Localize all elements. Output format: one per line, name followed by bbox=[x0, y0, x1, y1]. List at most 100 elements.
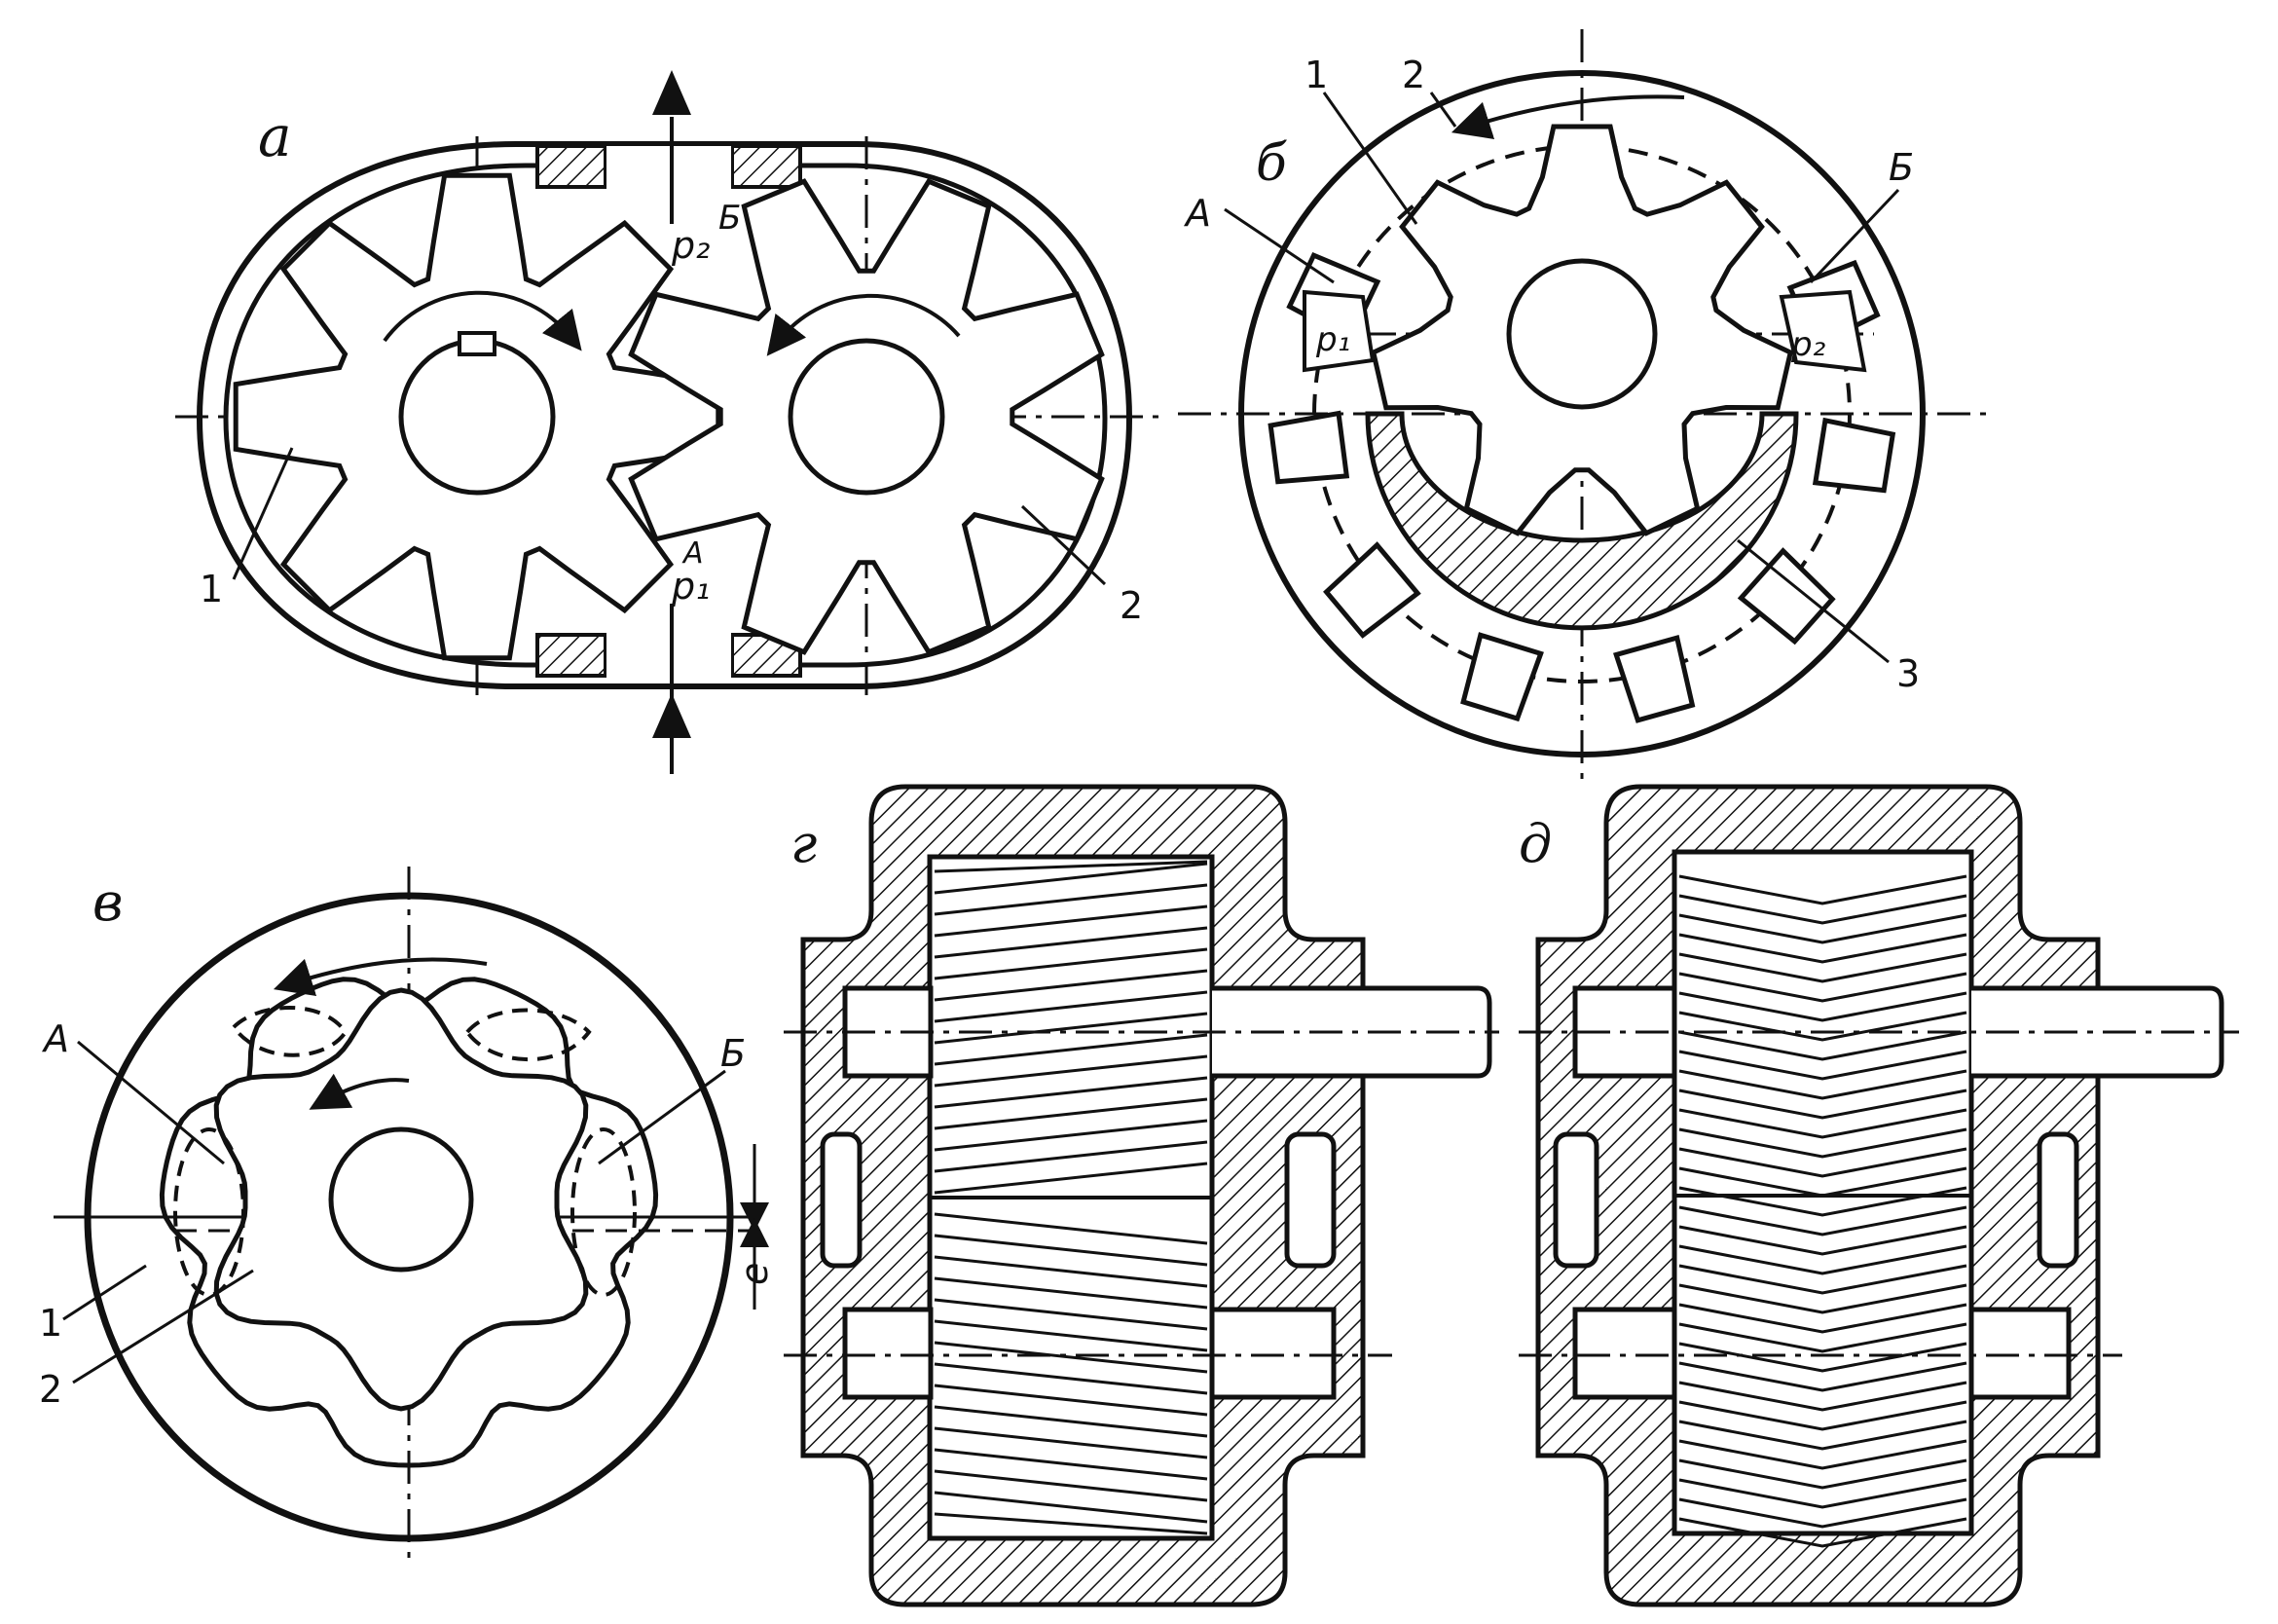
part-2-label: 2 bbox=[1120, 584, 1143, 627]
ring-tooth bbox=[1613, 634, 1696, 723]
inlet-arrow-icon bbox=[652, 693, 691, 738]
helical-tooth-line bbox=[934, 1012, 1208, 1045]
herringbone-tooth-line bbox=[1678, 1381, 1967, 1412]
helical-teeth bbox=[934, 860, 1208, 1535]
helical-tooth-line bbox=[934, 1054, 1208, 1088]
herringbone-tooth-line bbox=[1678, 1342, 1967, 1373]
helical-tooth-line bbox=[934, 947, 1208, 980]
helical-tooth-line bbox=[934, 1426, 1208, 1459]
helical-tooth-line bbox=[934, 1319, 1208, 1352]
housing-outer bbox=[196, 141, 1133, 689]
helical-tooth-line bbox=[934, 904, 1208, 938]
gear-cavity-d bbox=[1672, 849, 1974, 1536]
herringbone-tooth-line bbox=[1678, 1147, 1967, 1178]
upper-right-chamber bbox=[464, 1008, 592, 1062]
port-a-label-v: А bbox=[41, 1017, 69, 1060]
helical-tooth-line bbox=[934, 969, 1208, 1002]
panel-g-helical-gear-section: г bbox=[784, 784, 1499, 1607]
herringbone-teeth bbox=[1678, 874, 1967, 1548]
left-shaft bbox=[398, 338, 556, 496]
helical-tooth-line bbox=[934, 1384, 1208, 1417]
helical-tooth-line bbox=[934, 1119, 1208, 1152]
pressure-p2-label: p₂ bbox=[671, 224, 710, 267]
helical-tooth-line bbox=[934, 862, 1208, 895]
pinion-shaft bbox=[1506, 258, 1658, 410]
herringbone-tooth-line bbox=[1678, 1011, 1967, 1042]
lower-shaft-right-d bbox=[1968, 1307, 2072, 1400]
right-shaft bbox=[788, 338, 945, 496]
helical-tooth-line bbox=[934, 1033, 1208, 1066]
lower-shaft-left-g bbox=[842, 1307, 934, 1400]
part-1-label-v: 1 bbox=[39, 1302, 62, 1345]
helical-tooth-line bbox=[934, 926, 1208, 959]
herringbone-tooth-line bbox=[1678, 1108, 1967, 1139]
lower-shaft-right-g bbox=[1209, 1307, 1337, 1400]
outlet-port-left-wall bbox=[535, 144, 607, 189]
herringbone-tooth-line bbox=[1678, 894, 1967, 925]
pressure-p1-label-b: p₁ bbox=[1315, 320, 1350, 359]
port-a-label: А bbox=[1183, 192, 1211, 235]
herringbone-tooth-line bbox=[1678, 913, 1967, 944]
helical-tooth-line bbox=[934, 1097, 1208, 1130]
port-b-label: Б bbox=[1889, 146, 1914, 189]
ring-tooth bbox=[1737, 547, 1836, 646]
herringbone-tooth-line bbox=[1678, 933, 1967, 964]
part-1-label-b: 1 bbox=[1304, 54, 1328, 96]
outlet-arrow-icon bbox=[652, 70, 691, 115]
panel-v-gerotor-pump: e в А Б 1 2 bbox=[39, 867, 776, 1568]
helical-tooth-line bbox=[934, 1076, 1208, 1109]
port-b-upper-label: Б bbox=[718, 199, 741, 238]
herringbone-tooth-line bbox=[1678, 952, 1967, 983]
helical-tooth-line bbox=[934, 1255, 1208, 1288]
herringbone-tooth-line bbox=[1678, 1439, 1967, 1470]
rotation-arrow-ring bbox=[1451, 94, 1685, 139]
herringbone-tooth-line bbox=[1678, 1205, 1967, 1236]
side-port-right-g bbox=[1284, 1131, 1337, 1269]
herringbone-tooth-line bbox=[1678, 1050, 1967, 1081]
herringbone-tooth-line bbox=[1678, 1361, 1967, 1392]
pressure-p1-label: p₁ bbox=[671, 565, 710, 608]
herringbone-tooth-line bbox=[1678, 1030, 1967, 1061]
ring-tooth bbox=[1323, 541, 1421, 639]
herringbone-tooth-line bbox=[1678, 1458, 1967, 1490]
panel-v-label: в bbox=[92, 871, 123, 933]
helical-tooth-line bbox=[934, 860, 1208, 873]
side-port-left-d bbox=[1553, 1131, 1599, 1269]
helical-tooth-line bbox=[934, 1341, 1208, 1374]
helical-tooth-line bbox=[934, 1298, 1208, 1331]
helical-tooth-line bbox=[934, 1362, 1208, 1395]
port-b-window bbox=[1779, 289, 1867, 373]
helical-tooth-line bbox=[934, 883, 1208, 916]
herringbone-tooth-line bbox=[1678, 1225, 1967, 1256]
inlet-port-left-wall bbox=[535, 633, 607, 678]
panel-a-external-gear-pump: а p₂ Б p₁ А 1 2 bbox=[175, 70, 1158, 774]
eccentricity-label: e bbox=[733, 1263, 776, 1285]
panel-a-label: а bbox=[258, 103, 292, 169]
herringbone-tooth-line bbox=[1678, 1478, 1967, 1509]
panel-b-internal-gear-pump: б А Б p₁ p₂ 1 2 3 bbox=[1178, 29, 1986, 779]
herringbone-tooth-line bbox=[1678, 1244, 1967, 1275]
herringbone-tooth-line bbox=[1678, 1303, 1967, 1334]
rotation-arrow-outer bbox=[273, 957, 488, 996]
part-1-label: 1 bbox=[200, 568, 223, 610]
helical-tooth-line bbox=[934, 1212, 1208, 1245]
chamber-b-outline bbox=[570, 1127, 637, 1297]
herringbone-tooth-line bbox=[1678, 874, 1967, 905]
herringbone-tooth-line bbox=[1678, 1069, 1967, 1100]
outer-rotor-profile bbox=[159, 977, 659, 1468]
helical-tooth-line bbox=[934, 1512, 1208, 1535]
ring-tooth bbox=[1268, 410, 1350, 485]
port-a-lower-label: А bbox=[681, 536, 704, 571]
housing-inner bbox=[223, 163, 1108, 668]
herringbone-tooth-line bbox=[1678, 1089, 1967, 1120]
herringbone-tooth-line bbox=[1678, 1264, 1967, 1295]
herringbone-tooth-line bbox=[1678, 1497, 1967, 1529]
part-2-label-v: 2 bbox=[39, 1368, 62, 1411]
helical-tooth-line bbox=[934, 1469, 1208, 1502]
inner-rotor-shaft bbox=[328, 1126, 474, 1273]
chamber-a-outline bbox=[173, 1127, 245, 1297]
helical-tooth-line bbox=[934, 1234, 1208, 1267]
herringbone-tooth-line bbox=[1678, 991, 1967, 1022]
ring-tooth bbox=[1812, 417, 1896, 494]
